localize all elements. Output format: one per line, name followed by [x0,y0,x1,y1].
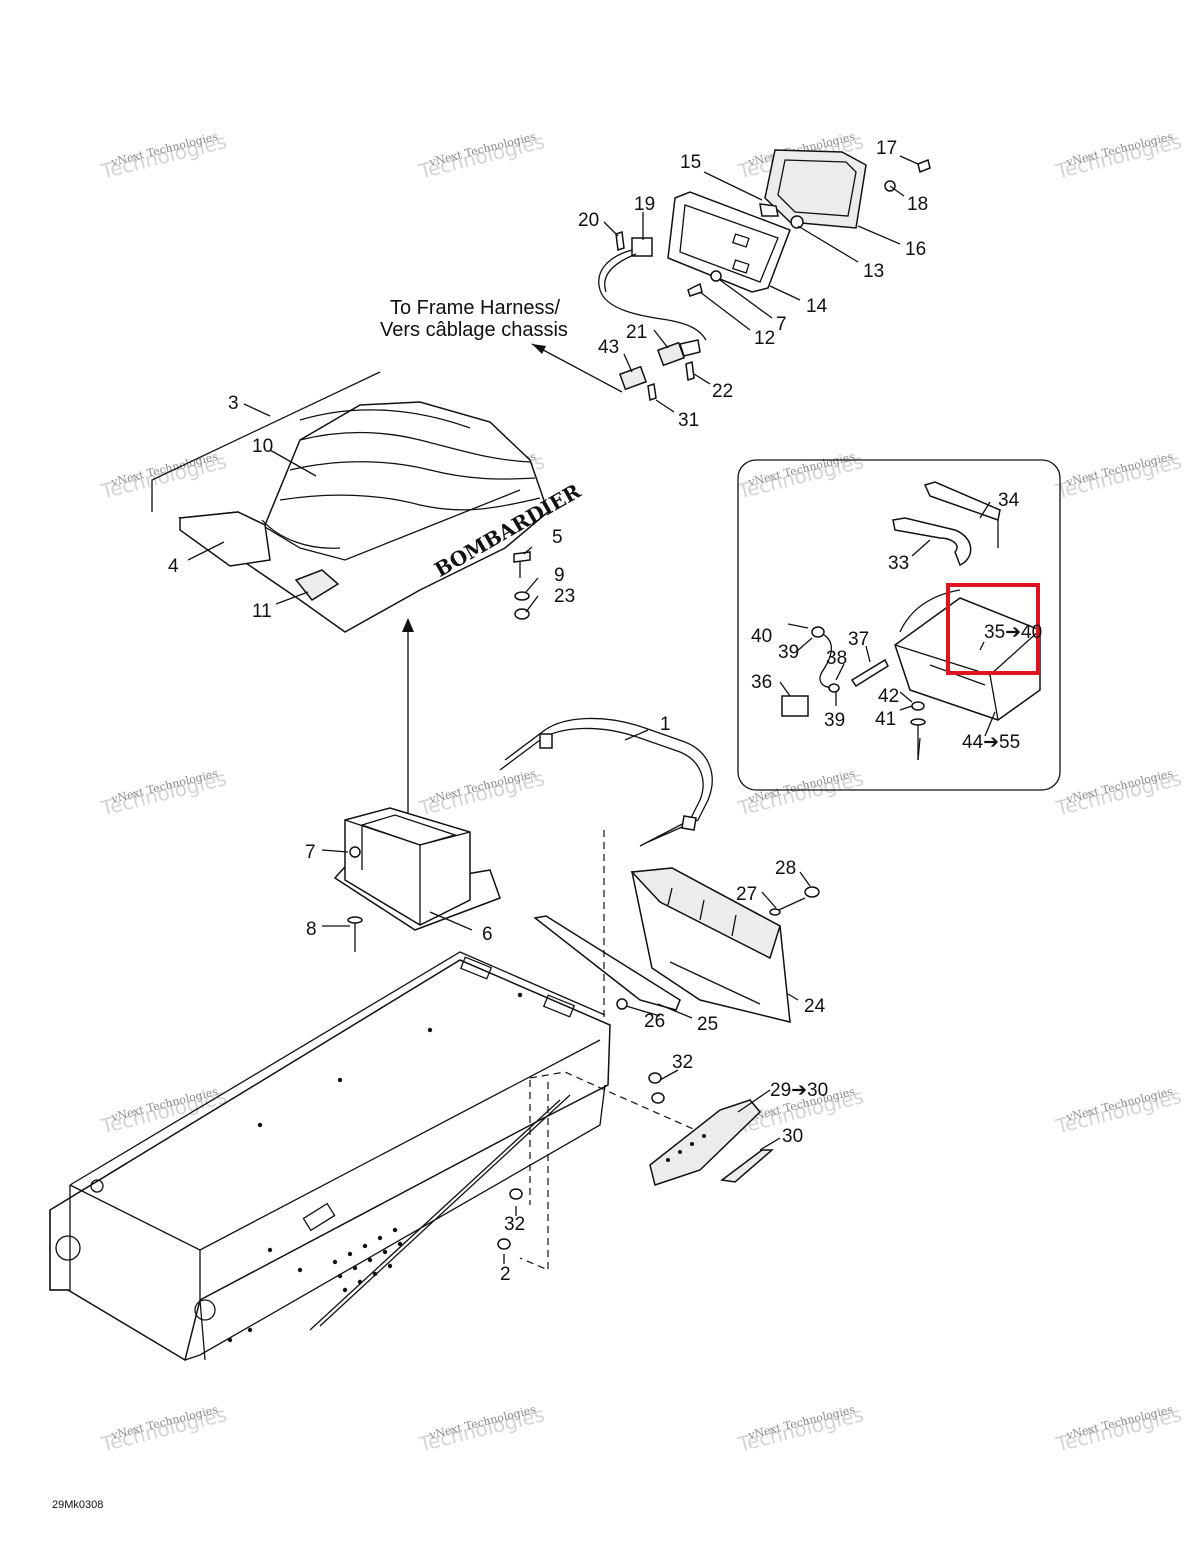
callout-34: 34 [998,490,1020,511]
callout-31: 31 [678,410,699,431]
callout-36: 36 [751,672,772,693]
callout-2: 2 [500,1264,511,1285]
leader-lines [187,155,996,1264]
callout-39: 39 [778,642,799,663]
inset-frame [737,459,1061,791]
harness-note-line2: Vers câblage chassis [380,319,568,341]
harness-note-line1: To Frame Harness/ [390,297,560,319]
bracket [923,481,1001,521]
callout-41: 41 [875,709,896,730]
tunnel [49,830,701,1362]
callout-37: 37 [848,629,869,650]
screw [917,158,931,174]
callout-26: 26 [644,1011,665,1032]
callout-18: 18 [907,194,928,215]
terminal [647,383,657,401]
callout-5: 5 [552,527,563,548]
figure-reference-code: 29Mk0308 [52,1499,103,1511]
bolt [513,551,531,563]
terminal [685,360,695,382]
callout-17: 17 [876,138,897,159]
callout-7: 7 [305,842,316,863]
flap-bracket [533,915,681,1011]
screw [497,1238,511,1250]
highlight-box [946,583,1040,675]
screw [651,1092,665,1104]
callout-4: 4 [168,556,179,577]
callout-10: 10 [252,436,273,457]
washer [616,998,628,1010]
callout-20: 20 [578,210,599,231]
tunnel-body [49,959,611,1362]
callout-15: 15 [680,152,701,173]
callout-13: 13 [863,261,884,282]
tail-light-unit [894,597,1041,721]
connector [631,237,653,257]
callout-3: 3 [228,393,239,414]
callout-numbers: 1 2 3 4 5 6 7 7 8 9 10 11 12 13 14 15 16… [168,138,1042,1285]
inset-detail [737,459,1061,791]
bracket [892,517,972,567]
clip [804,886,820,898]
callout-29-30: 29➔30 [770,1080,828,1101]
callout-8: 8 [306,919,317,940]
seat [177,401,549,633]
callout-14: 14 [806,296,828,317]
callout-44-55: 44➔55 [962,732,1020,753]
callout-40: 40 [751,626,772,647]
screw [509,1188,523,1200]
terminal [615,230,625,252]
callout-28: 28 [775,858,796,879]
callout-9: 9 [554,565,565,586]
callout-19: 19 [634,194,655,215]
nut [514,608,530,620]
callout-23: 23 [554,586,575,607]
callout-25: 25 [697,1014,718,1035]
reflector [720,1149,775,1183]
callout-16: 16 [905,239,926,260]
callout-21: 21 [626,322,647,343]
callout-39: 39 [824,710,845,731]
bulb [759,203,779,217]
callout-7: 7 [776,314,787,335]
seat-cover-flap [179,511,271,567]
washer [514,591,530,601]
snow-flap-assembly [533,867,820,1023]
screw [687,282,703,297]
callout-35-40: 35➔40 [984,622,1042,643]
reflector-assembly [497,1072,775,1250]
callout-32: 32 [672,1052,693,1073]
rivet [347,916,363,924]
grab-handle [499,717,713,847]
connector [618,365,648,391]
callout-6: 6 [482,924,493,945]
socket [790,215,804,229]
tail-light-lens [764,149,867,229]
tail-light-housing [667,191,791,293]
reflector-housing [649,1099,762,1186]
storage-box [333,807,501,952]
callout-1: 1 [660,714,671,735]
callout-22: 22 [712,381,733,402]
seat-hardware [513,551,531,620]
callout-12: 12 [754,328,775,349]
callout-27: 27 [736,884,757,905]
callout-11: 11 [252,601,272,622]
washer [710,270,722,282]
tail-light-assembly [531,149,931,401]
callout-24: 24 [804,996,826,1017]
screw [648,1072,662,1084]
callout-33: 33 [888,553,909,574]
callout-32: 32 [504,1214,525,1235]
callout-38: 38 [826,648,847,669]
callout-43: 43 [598,337,619,358]
callout-42: 42 [878,686,899,707]
washer [349,846,361,858]
callout-30: 30 [782,1126,803,1147]
